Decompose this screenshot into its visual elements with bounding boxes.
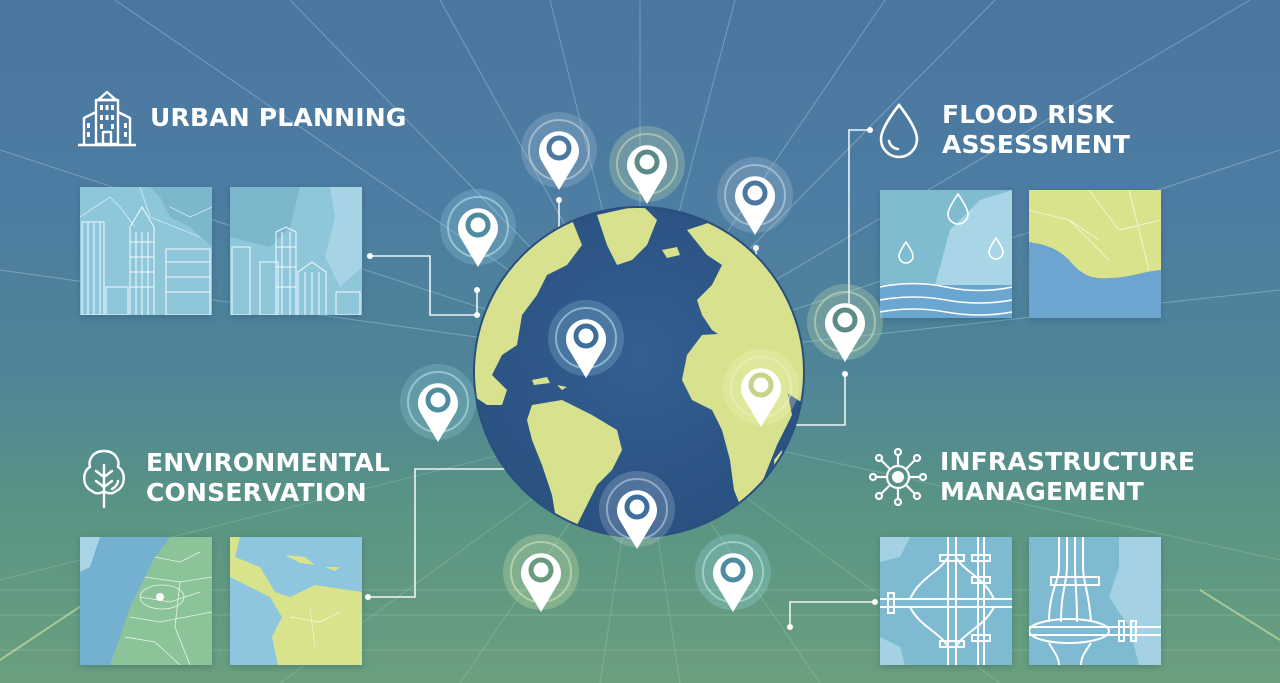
water-drop-icon	[879, 102, 919, 159]
location-pin-5[interactable]	[546, 296, 626, 396]
terrain-region-map[interactable]	[80, 537, 212, 665]
flood-risk-heading: FLOOD RISK ASSESSMENT	[876, 100, 1130, 160]
building-icon	[78, 90, 136, 147]
flood-rain-map[interactable]	[880, 190, 1012, 318]
city-skyline-map-1[interactable]	[80, 187, 212, 315]
world-globe	[472, 205, 806, 539]
network-hub-icon	[868, 447, 928, 507]
environmental-heading: ENVIRONMENTAL CONSERVATION	[78, 447, 390, 509]
coastline-map[interactable]	[1029, 190, 1161, 318]
location-pin-11[interactable]	[693, 530, 773, 630]
location-pin-9[interactable]	[597, 467, 677, 567]
central-america-map[interactable]	[230, 537, 362, 665]
urban-planning-heading: URBAN PLANNING	[76, 88, 407, 148]
environmental-title-line2: CONSERVATION	[146, 478, 367, 507]
location-pin-4[interactable]	[715, 153, 795, 253]
highway-interchange-map-1[interactable]	[880, 537, 1012, 665]
infrastructure-title-line2: MANAGEMENT	[940, 477, 1145, 506]
location-pin-3[interactable]	[607, 122, 687, 222]
tree-icon	[83, 449, 125, 509]
location-pin-1[interactable]	[438, 185, 518, 285]
highway-interchange-map-2[interactable]	[1029, 537, 1161, 665]
flood-risk-title-line1: FLOOD RISK	[942, 100, 1115, 129]
infrastructure-title-line1: INFRASTRUCTURE	[940, 447, 1196, 476]
location-pin-8[interactable]	[398, 360, 478, 460]
environmental-title-line1: ENVIRONMENTAL	[146, 448, 390, 477]
city-skyline-map-2[interactable]	[230, 187, 362, 315]
infrastructure-heading: INFRASTRUCTURE MANAGEMENT	[868, 447, 1195, 507]
location-pin-7[interactable]	[721, 345, 801, 445]
location-pin-10[interactable]	[501, 530, 581, 630]
location-pin-2[interactable]	[519, 108, 599, 208]
location-pin-6[interactable]	[805, 280, 885, 380]
urban-planning-title: URBAN PLANNING	[150, 103, 407, 132]
flood-risk-title-line2: ASSESSMENT	[942, 130, 1131, 159]
